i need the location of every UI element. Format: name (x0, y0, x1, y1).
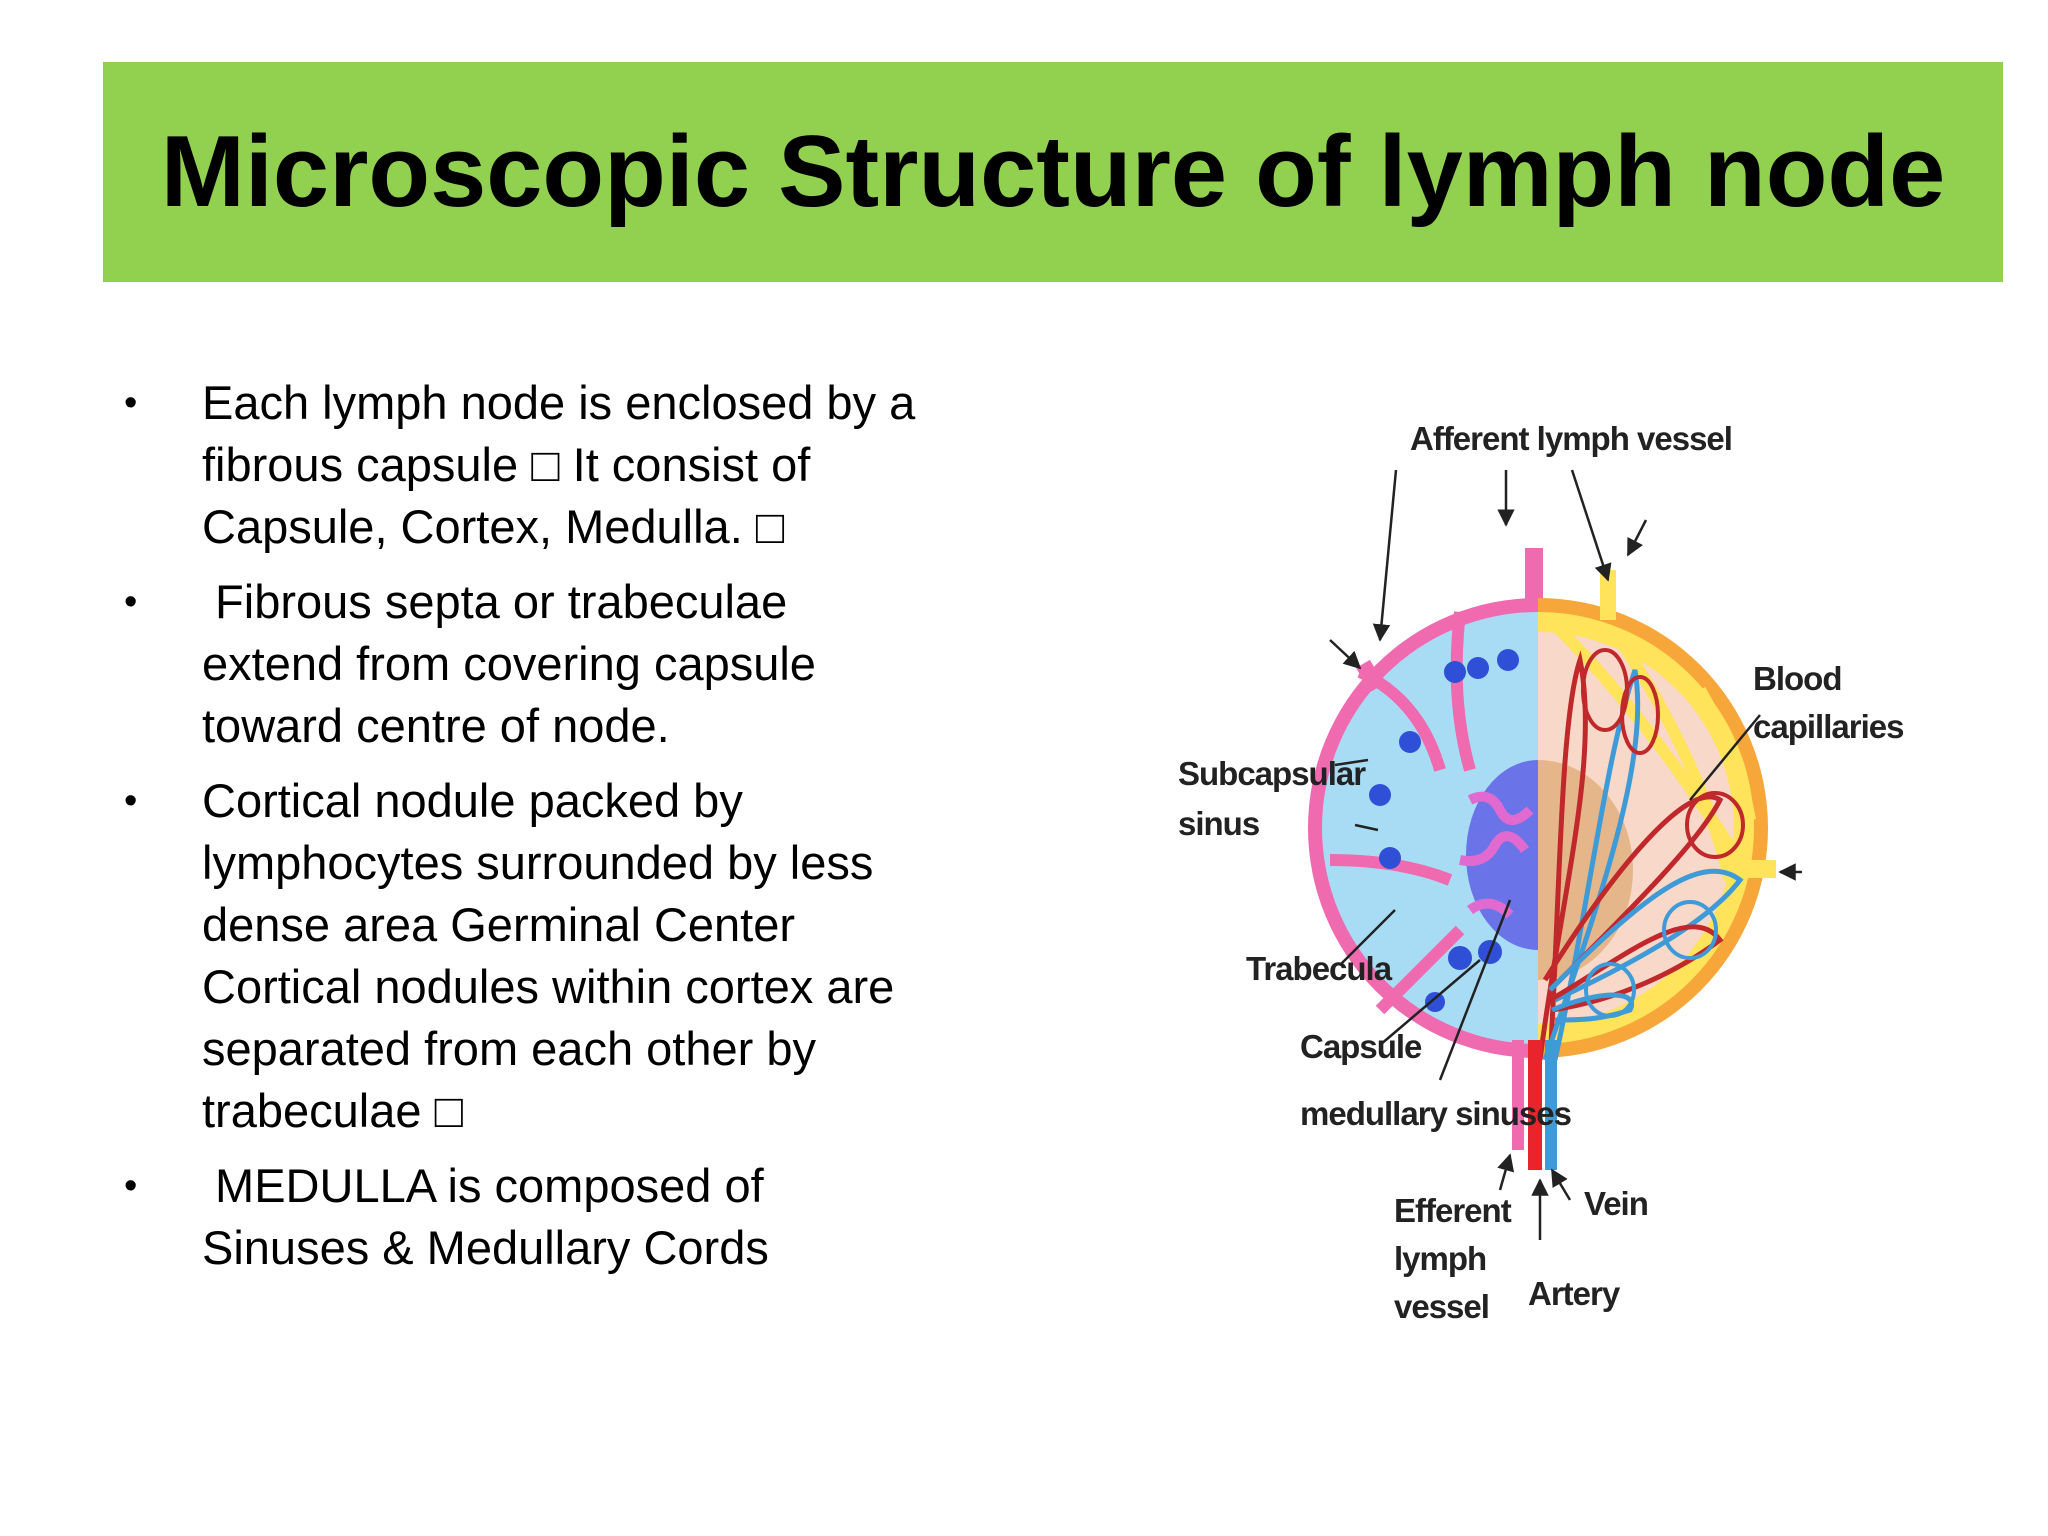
label-artery: Artery (1528, 1275, 1621, 1312)
bullet-line: MEDULLA is composed of (202, 1159, 764, 1212)
bullet-marker: • (124, 581, 138, 623)
bullet-item: • Fibrous septa or trabeculae extend fro… (118, 571, 1018, 757)
node-right-half (1537, 570, 1776, 1061)
hilum-vessels (1512, 1040, 1557, 1170)
slide-title: Microscopic Structure of lymph node (160, 115, 1946, 228)
bullet-line: dense area Germinal Center (202, 898, 796, 951)
bullet-line: separated from each other by (202, 1022, 816, 1075)
bullet-marker: • (124, 780, 138, 822)
bullet-item: • MEDULLA is composed of Sinuses & Medul… (118, 1155, 1018, 1279)
bullet-line: Sinuses & Medullary Cords (202, 1221, 769, 1274)
lymph-node-diagram: Afferent lymph vessel Blood capillaries … (1178, 420, 1904, 1325)
bullet-line: fibrous capsule □ It consist of (202, 438, 811, 491)
title-banner: Microscopic Structure of lymph node (103, 62, 2003, 282)
bullet-line: extend from covering capsule (202, 637, 816, 690)
bullet-line: trabeculae □ (202, 1084, 463, 1137)
bullet-item: • Each lymph node is enclosed by a fibro… (118, 372, 1018, 558)
bullet-item: • Cortical nodule packed by lymphocytes … (118, 770, 1018, 1142)
label-vein: Vein (1584, 1185, 1648, 1222)
label-blood-1: Blood (1753, 660, 1841, 697)
node-left-half (1308, 548, 1543, 1058)
label-capsule: Capsule (1300, 1028, 1422, 1065)
label-subcapsular-2: sinus (1178, 805, 1259, 842)
label-medullary: medullary sinuses (1300, 1095, 1571, 1132)
bullet-line: Cortical nodule packed by (202, 774, 743, 827)
label-efferent-3: vessel (1394, 1288, 1489, 1325)
bullet-list: • Each lymph node is enclosed by a fibro… (118, 372, 1018, 1292)
label-efferent-2: lymph (1394, 1240, 1486, 1277)
bullet-marker: • (124, 382, 138, 424)
bullet-line: lymphocytes surrounded by less (202, 836, 874, 889)
bullet-line: toward centre of node. (202, 699, 670, 752)
bullet-line: Each lymph node is enclosed by a (202, 376, 916, 429)
leader-lines (1329, 469, 1802, 1240)
label-subcapsular-1: Subcapsular (1178, 755, 1366, 792)
bullet-marker: • (124, 1165, 138, 1207)
bullet-line: Cortical nodules within cortex are (202, 960, 895, 1013)
bullet-line: Capsule, Cortex, Medulla. □ (202, 500, 785, 553)
label-trabecula: Trabecula (1246, 950, 1393, 987)
label-efferent-1: Efferent (1394, 1192, 1512, 1229)
label-afferent: Afferent lymph vessel (1410, 420, 1732, 457)
bullet-line: Fibrous septa or trabeculae (202, 575, 788, 628)
label-blood-2: capillaries (1753, 708, 1903, 745)
